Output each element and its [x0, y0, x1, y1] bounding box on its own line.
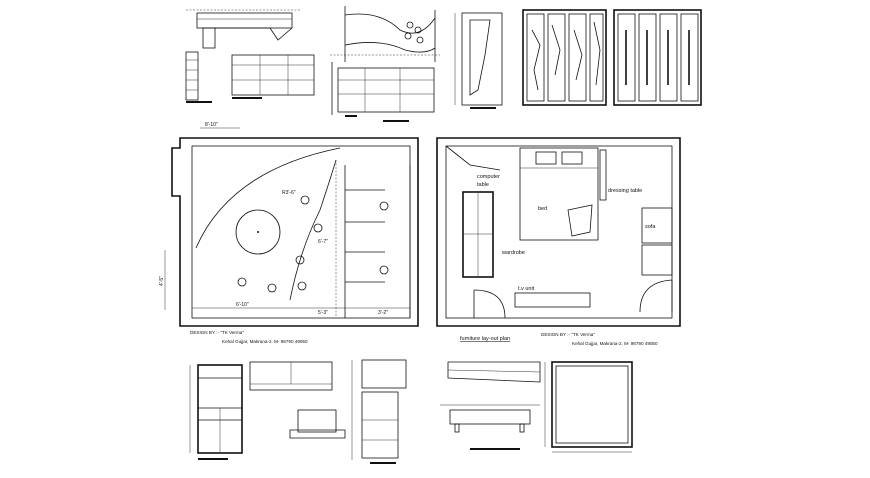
door-swing-left: [473, 289, 506, 319]
credit-right-line1: DESIGN BY :- "TK Verma": [541, 332, 595, 337]
dressing-table-outline: [599, 149, 607, 201]
label-wardrobe: wardrobe: [501, 250, 525, 256]
detail-bed-elevation: [440, 361, 541, 450]
label-bed: bed: [538, 206, 547, 212]
dim-bottom-left: 6'-10": [236, 302, 249, 308]
detail-bed-plan: [544, 361, 633, 453]
label-dressing-table: dressing table: [608, 188, 642, 194]
dim-ceiling-top: 8'-10": [205, 122, 218, 128]
detail-panel-set-2: [613, 9, 702, 106]
dim-radius: R3'-6": [282, 190, 296, 196]
wardrobe-outline: [462, 191, 494, 278]
tv-unit-outline: [514, 292, 591, 308]
ceiling-plan: 8'-10" R3'-6" 6'-7" 4'-5" 6'-10" 5'-3" 3…: [159, 122, 419, 327]
label-tv-unit: t.v unit: [518, 286, 535, 292]
sofa-outline: [641, 207, 673, 244]
dim-bottom-mid: 5'-3": [318, 310, 328, 316]
detail-door-elevation: [454, 12, 503, 109]
detail-elevation-2: [330, 6, 440, 122]
detail-panel-set-1: [522, 9, 607, 106]
credit-left-line2: Kehal Gujjar, Makrana-2. M- 98790 49050: [222, 339, 308, 344]
plan-title: furniture lay-out plan: [460, 336, 510, 342]
label-sofa: sofa: [645, 224, 656, 230]
credit-left-line1: DESIGN BY :- "TK Verma": [190, 330, 244, 335]
dim-side-height: 4'-5": [159, 276, 165, 286]
detail-wall-unit: [249, 361, 346, 439]
dim-mid-span: 6'-7": [318, 239, 328, 245]
detail-cabinet-elevation: [189, 364, 243, 460]
dim-bottom-right: 3'-2": [378, 310, 388, 316]
bed-outline: [519, 147, 599, 241]
furniture-layout-plan: computer table bed dressing table sofa w…: [436, 137, 681, 327]
label-computer-table-2: table: [477, 182, 489, 188]
door-swing-right: [639, 279, 673, 313]
detail-elevation-1: [185, 9, 315, 103]
label-computer-table-1: computer: [477, 174, 500, 180]
detail-side-unit: [351, 359, 407, 464]
credit-right-line2: Kehal Gujjar, Makrana-2. M- 98790 49050: [572, 341, 658, 346]
